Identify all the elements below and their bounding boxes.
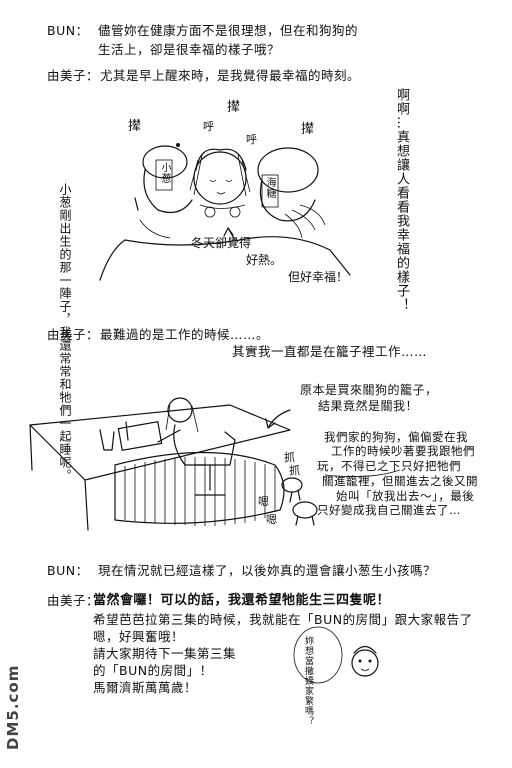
- cage-work-illustration: [29, 397, 401, 531]
- snore-sfx: 呼: [203, 120, 214, 133]
- answer-line: 尤其是早上醒來時，是我覺得最幸福的時刻。: [100, 68, 361, 83]
- rub-sfx: 撵: [301, 122, 315, 137]
- story-line: 玩，不得已之下只好把牠們: [317, 459, 461, 473]
- answer-line: 馬爾濟斯萬萬歲！: [93, 680, 198, 695]
- answer-line: 最難過的是工作的時候……。: [100, 327, 270, 342]
- caption: 但好幸福！: [288, 270, 349, 284]
- dog-name-tag: 小葱: [159, 162, 170, 184]
- cage-note: 原本是買來關狗的籠子，: [300, 383, 438, 397]
- story-line: 始叫「放我出去～」，最後: [336, 489, 475, 503]
- author-face-doodle: [293, 626, 379, 684]
- dog-name-tag: 海糖: [264, 177, 275, 199]
- snore-sfx: 呼: [246, 133, 257, 146]
- scratch-sfx: 抓: [289, 464, 300, 477]
- question-line: 現在情況就已經這樣了，以後妳真的還會讓小葱生小孩嗎？: [98, 563, 437, 578]
- speech-bubble: 妳想當撒嬌家繁嗎？: [303, 636, 313, 726]
- story-line: 只好變成我自己關進去了…: [317, 503, 461, 517]
- answer-speaker: 由美子：: [47, 68, 100, 83]
- answer-line: 其實我一直都是在籠子裡工作……: [232, 344, 428, 359]
- answer-line: 的「BUN的房間」！: [93, 663, 213, 678]
- sleeping-with-dogs-illustration: [99, 143, 351, 281]
- caption: 冬天卻覺得: [191, 236, 252, 250]
- caption: 好熱。: [246, 253, 283, 267]
- story-line: 工作的時候吵著要我跟牠們: [331, 444, 475, 458]
- interviewer-speaker: BUN：: [47, 23, 89, 38]
- rub-sfx: 撵: [128, 119, 142, 134]
- question-line: 生活上，卻是很幸福的樣子哦？: [98, 42, 281, 57]
- wish-note: 啊啊…真想讓人看看我幸福的樣子！: [394, 88, 409, 312]
- watermark-logo: DM5.com: [4, 664, 22, 750]
- story-line: 關進籠裡，但關進去之後又開: [322, 474, 478, 488]
- answer-line: 當然會囉！可以的話，我還希望牠能生三四隻呢！: [93, 593, 391, 608]
- answer-line: 希望芭芭拉第三集的時候，我就能在「BUN的房間」跟大家報告了: [93, 612, 473, 627]
- bark-sfx: 嗯: [266, 513, 277, 526]
- scratch-sfx: 抓: [284, 451, 295, 464]
- rub-sfx: 撵: [227, 100, 241, 115]
- side-note: 小葱剛出生的那一陣子，我還常常和牠們一起睡呢。: [58, 183, 72, 482]
- story-line: 我們家的狗狗，偏偏愛在我: [324, 430, 468, 444]
- answer-speaker: 由美子：: [47, 593, 100, 608]
- answer-speaker: 由美子：: [47, 327, 100, 342]
- cage-note: 結果竟然是關我！: [318, 399, 419, 413]
- answer-line: 請大家期待下一集第三集: [93, 646, 237, 661]
- answer-line: 嗯，好興奮哦！: [93, 629, 185, 644]
- interviewer-speaker: BUN：: [47, 563, 89, 578]
- bark-sfx: 嗯: [258, 495, 269, 508]
- question-line: 儘管妳在健康方面不是很理想，但在和狗狗的: [98, 23, 359, 38]
